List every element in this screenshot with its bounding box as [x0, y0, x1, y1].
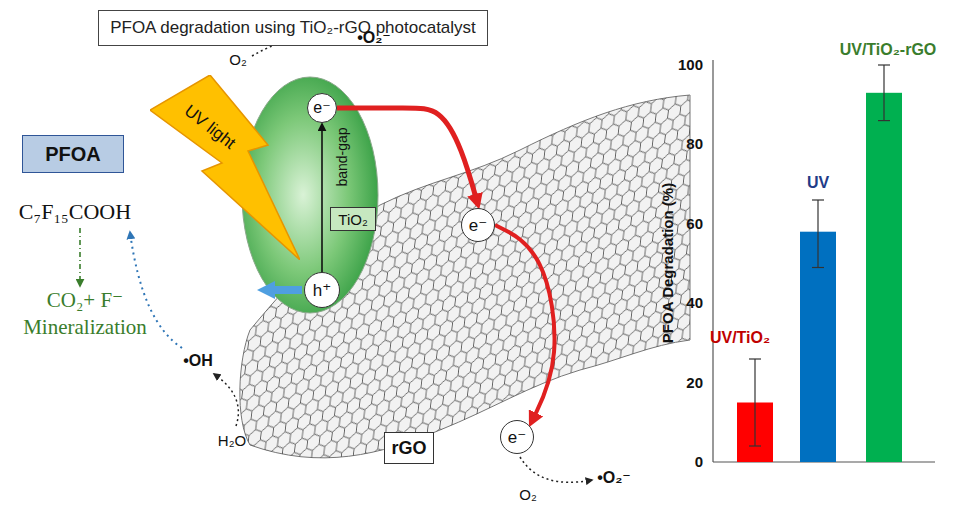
tick-label: 0	[695, 454, 703, 471]
bar-label: UV	[807, 174, 829, 192]
bar-label: UV/TiO₂-rGO	[840, 41, 937, 59]
hole: h⁺	[304, 272, 340, 308]
box-label: PFOA	[45, 144, 101, 164]
electron: e⁻	[461, 208, 495, 242]
charge-label: e⁻	[508, 429, 526, 446]
hole-arrow	[266, 286, 302, 294]
species-label: O₂	[229, 52, 247, 69]
bar-label: UV/TiO₂	[710, 329, 770, 347]
tick-label: 80	[686, 136, 703, 153]
y-axis	[712, 60, 713, 462]
tick-label: 100	[678, 57, 703, 74]
radical-label: •O₂⁻	[597, 469, 631, 487]
chemical-formula: C₇F₁₅COOH	[19, 200, 131, 224]
title-box: PFOA degradation using TiO₂-rGO photocat…	[98, 10, 488, 46]
uv-bolt: UV light	[150, 75, 300, 260]
title: PFOA degradation using TiO₂-rGO photocat…	[110, 18, 476, 38]
radical-label: •OH	[183, 352, 213, 370]
excitation-arrow	[321, 124, 323, 272]
product-label: Mineralization	[23, 316, 147, 339]
tick-label: 40	[686, 295, 703, 312]
box-label: TiO₂	[338, 212, 367, 227]
lightning-bolt	[150, 75, 300, 260]
species-label: O₂	[519, 487, 537, 504]
tio2-label-box: TiO₂	[330, 207, 376, 231]
product-label: CO₂+ F⁻	[47, 289, 123, 312]
charge-label: e⁻	[313, 100, 330, 116]
electron-transfer-arrow	[495, 225, 555, 423]
box-label: rGO	[391, 439, 426, 457]
dashed-arrow	[79, 228, 81, 286]
radical-label: •O₂⁻	[357, 29, 391, 47]
axis-title: PFOA Degradation (%)	[660, 183, 677, 343]
bar-chart	[713, 60, 935, 462]
pfoa-box: PFOA	[22, 135, 124, 173]
tick-label: 60	[686, 216, 703, 233]
species-label: H₂O	[218, 433, 246, 450]
dotted-arrow	[214, 374, 238, 426]
error-bars	[749, 65, 890, 446]
bar	[866, 93, 902, 462]
band-gap-label: band-gap	[335, 127, 349, 186]
dotted-arrow	[520, 457, 592, 482]
tick-label: 20	[686, 374, 703, 391]
electron: e⁻	[307, 93, 337, 123]
charge-label: e⁻	[469, 217, 487, 234]
rgo-label-box: rGO	[384, 432, 433, 464]
electron: e⁻	[500, 420, 534, 454]
charge-label: h⁺	[313, 282, 331, 299]
